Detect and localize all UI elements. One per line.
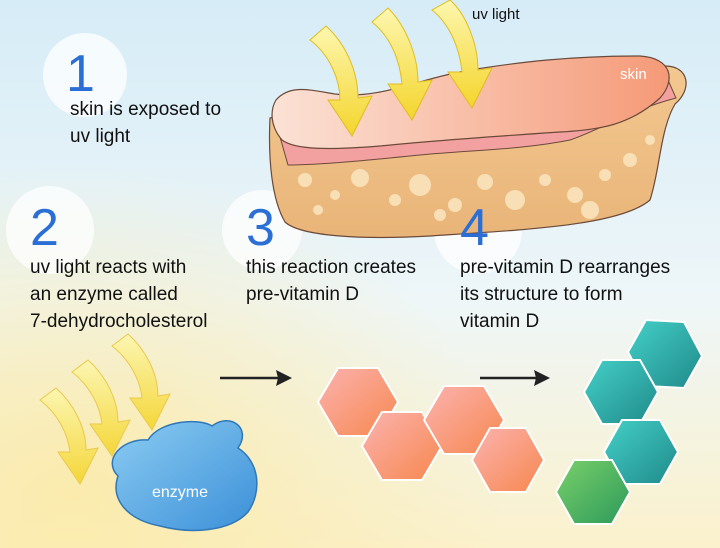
uv-rays-top [309,0,493,137]
step-3-line: this reaction creates [246,257,417,278]
step-4-number: 4 [460,199,489,257]
step-2-text: uv light reacts with an enzyme called 7-… [30,254,207,335]
step-2-line: uv light reacts with [30,257,187,278]
arrow-right-1 [220,370,292,386]
uv-light-label: uv light [472,6,520,23]
step-4-line: its structure to form [460,284,623,305]
previtamin-d-molecule [316,367,546,493]
step-3-line: pre-vitamin D [246,284,359,305]
arrow-right-2 [480,370,550,386]
step-4-line: vitamin D [460,311,540,332]
step-1-number: 1 [66,45,95,103]
step-1-line: skin is exposed to [70,99,222,120]
step-2-line: 7-dehydrocholesterol [30,311,208,332]
step-2-line: an enzyme called [30,284,178,305]
enzyme-blob [111,420,258,532]
step-1-circle [43,33,127,117]
step-4-line: pre-vitamin D rearranges [460,257,671,278]
skin-label: skin [620,66,647,83]
step-2-circle [6,186,94,274]
step-1-line: uv light [70,126,131,147]
uv-rays-bottom [39,333,171,485]
step-3-text: this reaction creates pre-vitamin D [246,254,416,308]
enzyme-label: enzyme [152,484,209,501]
step-3-number: 3 [246,199,275,257]
vitamin-d-molecule [554,318,704,525]
step-2-number: 2 [30,199,59,257]
step-1-text: skin is exposed to uv light [70,96,221,150]
step-4-text: pre-vitamin D rearranges its structure t… [460,254,670,335]
